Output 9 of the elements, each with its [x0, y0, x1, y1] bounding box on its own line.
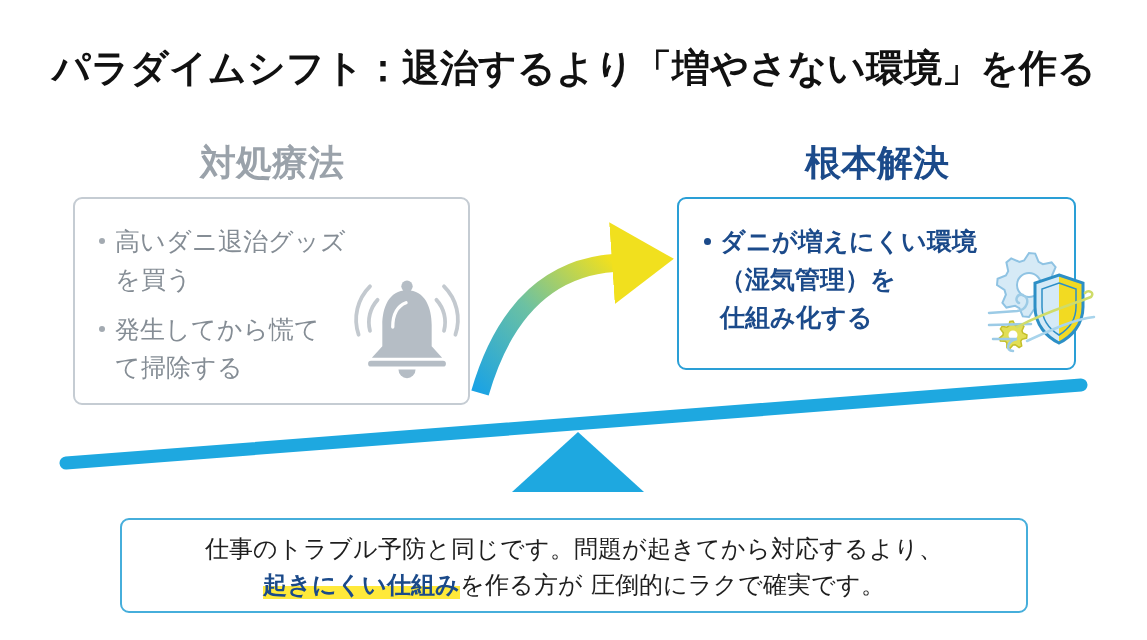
column-heading: 対処療法 — [199, 141, 344, 185]
slide-title: パラダイムシフト：退治するより「増やさない環境」を作る — [51, 45, 1096, 92]
bullet-text: 発生してから慌てて掃除する — [115, 314, 320, 384]
column-heading: 根本解決 — [804, 141, 949, 185]
note-text: 仕事のトラブル予防と同じです。問題が起きてから対応するより、起きにくい仕組みを作る方が 圧倒的にラクで確実です。 — [205, 534, 943, 601]
bullet-text: 高いダニ退治グッズを買う — [115, 226, 346, 296]
curved-arrow — [471, 222, 674, 396]
outlined-card — [120, 518, 1028, 613]
bullet-text: ダニが増えにくい環境（湿気管理）を仕組み化する — [720, 226, 977, 334]
